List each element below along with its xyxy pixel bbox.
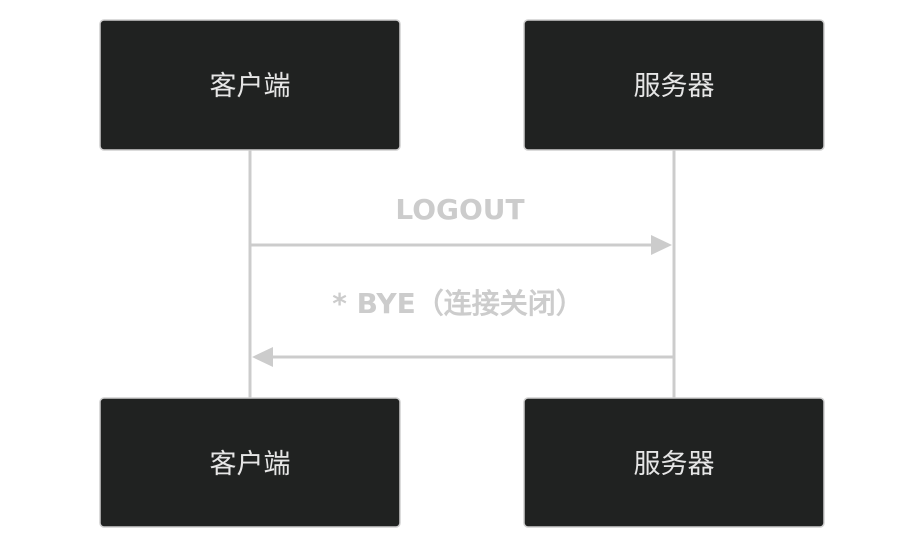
actor-label: 服务器 — [634, 71, 715, 102]
actor-client-top: 客户端 — [99, 19, 401, 151]
message-label: LOGOUT — [395, 193, 524, 226]
actor-server-top: 服务器 — [523, 19, 825, 151]
actor-client-bottom: 客户端 — [99, 397, 401, 528]
message-bye: * BYE（连接关闭） — [252, 287, 674, 367]
arrowhead-right-icon — [651, 235, 672, 255]
message-logout: LOGOUT — [250, 193, 672, 255]
actor-label: 客户端 — [210, 71, 291, 102]
actor-server-bottom: 服务器 — [523, 397, 825, 528]
actor-label: 服务器 — [634, 449, 715, 480]
arrowhead-left-icon — [252, 347, 273, 367]
message-label: * BYE（连接关闭） — [332, 287, 584, 320]
actor-label: 客户端 — [210, 449, 291, 480]
